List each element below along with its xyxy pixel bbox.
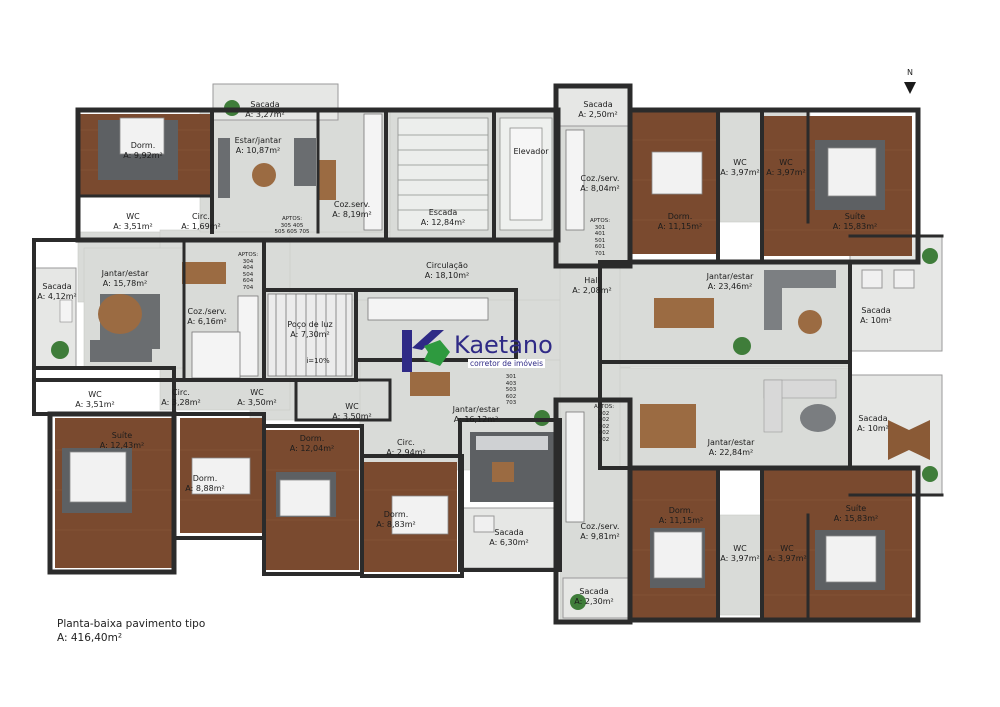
furniture	[59, 113, 930, 533]
room-label: Coz.serv.A: 8,19m²	[332, 200, 372, 219]
apartment-numbers: APTOS: 302 402 502 602 702	[593, 404, 615, 443]
room-label: Dorm.A: 9,92m²	[123, 141, 163, 160]
logo-brand: Kaetano	[454, 331, 553, 359]
kaetano-mark-icon	[402, 330, 450, 372]
light-well	[267, 293, 353, 377]
room-label: Dorm.A: 11,15m²	[658, 506, 704, 525]
north-label: N	[907, 68, 913, 77]
logo-tagline: corretor de imóveis	[468, 359, 545, 368]
walls	[32, 83, 944, 625]
kaetano-logo: Kaetano corretor de imóveis	[398, 328, 598, 378]
room-label: Dorm.A: 8,88m²	[185, 474, 225, 493]
apartment-numbers: APTOS: 305 405 505 605 705	[274, 216, 310, 235]
apartment-numbers: 301 403 503 602 703	[505, 374, 517, 406]
slope-label: i=10%	[306, 357, 330, 365]
room-label: Coz./serv.A: 8,04m²	[580, 174, 620, 193]
stairs	[397, 117, 553, 231]
apartment-numbers: APTOS: 304 404 504 604 704	[237, 252, 259, 291]
plan-total-area: A: 416,40m²	[57, 632, 123, 644]
room-label: Dorm.A: 8,83m²	[376, 510, 416, 529]
plan-title-line: Planta-baixa pavimento tipo	[57, 618, 206, 630]
room-label: Coz./serv.A: 6,16m²	[187, 307, 227, 326]
room-label: Dorm.A: 12,04m²	[289, 434, 335, 453]
room-label: Elevador	[513, 147, 549, 156]
room-label: Dorm.A: 11,15m²	[657, 212, 703, 231]
north-arrow-icon	[904, 82, 916, 94]
apartment-numbers: APTOS: 301 401 501 601 701	[589, 218, 611, 257]
room-label: Coz./serv.A: 9,81m²	[580, 522, 620, 541]
room-label: Circ.A: 2,94m²	[386, 438, 426, 457]
room-label: Circ.A: 3,28m²	[161, 388, 201, 407]
beds	[69, 117, 877, 583]
plan-title: Planta-baixa pavimento tipo A: 416,40m²	[57, 617, 205, 645]
room-label: Circ.A: 1,69m²	[181, 212, 221, 231]
